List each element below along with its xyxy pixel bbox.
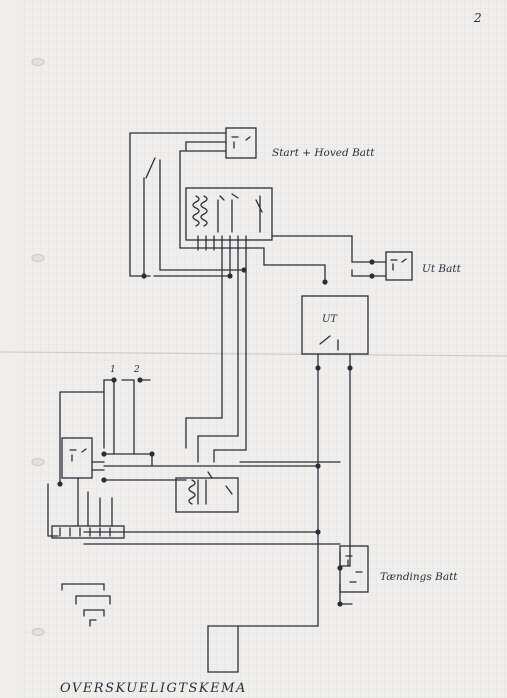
label-start-hoved-batt: Start + Hoved Batt [272,147,375,159]
relay-box-top [185,187,273,241]
page-number: 2 [473,11,482,25]
battery-ut [385,251,413,281]
battery-left [61,437,93,479]
fold-line [0,351,507,357]
label-switch-1: 1 [110,365,116,375]
punch-hole [31,58,45,66]
battery-start-hoved [225,127,257,159]
label-ut-batt: Ut Batt [422,263,462,275]
terminal-strip [51,525,125,539]
ut-box [301,295,369,355]
grid-pattern [18,0,507,698]
schematic-title: OVERSKUELIGTSKEMA [60,681,247,696]
wiring [47,127,413,673]
label-tandings-batt: Tændings Batt [380,571,458,583]
punch-hole [31,628,45,636]
punch-hole [31,458,45,466]
punch-hole [31,254,45,262]
label-ut-box: UT [322,314,338,325]
relay-box-lower [175,477,239,513]
label-switch-2: 2 [133,365,140,375]
